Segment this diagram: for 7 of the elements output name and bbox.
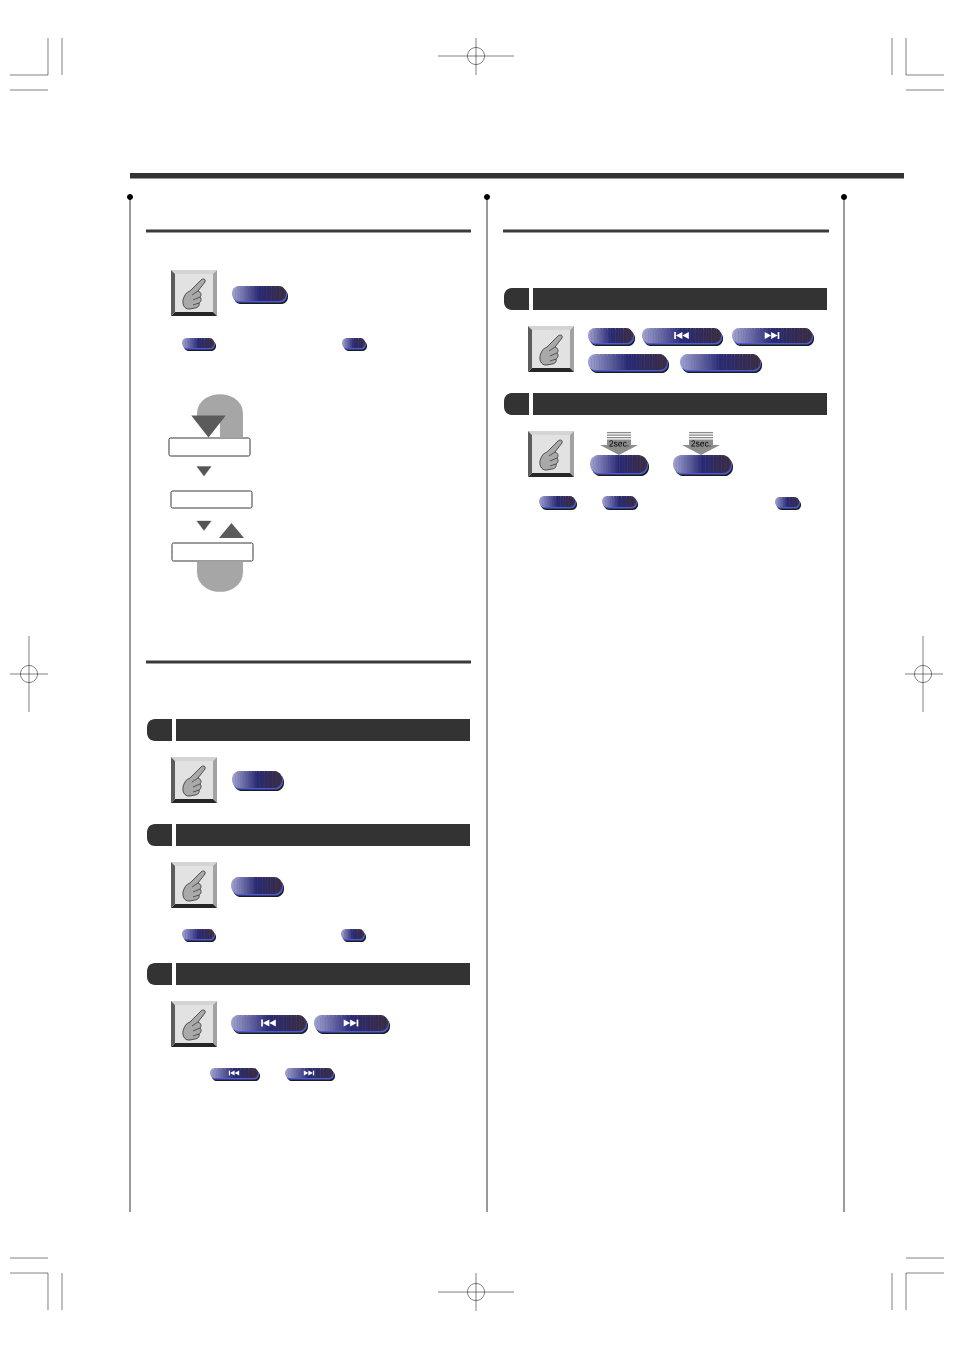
arrow — [196, 520, 212, 531]
step-box — [168, 437, 251, 457]
hold-time-label: 2sec. — [609, 440, 629, 447]
step-box — [171, 542, 254, 562]
step-box — [170, 490, 253, 509]
hold-time-label: 2sec. — [691, 440, 711, 447]
arrow — [196, 466, 212, 477]
